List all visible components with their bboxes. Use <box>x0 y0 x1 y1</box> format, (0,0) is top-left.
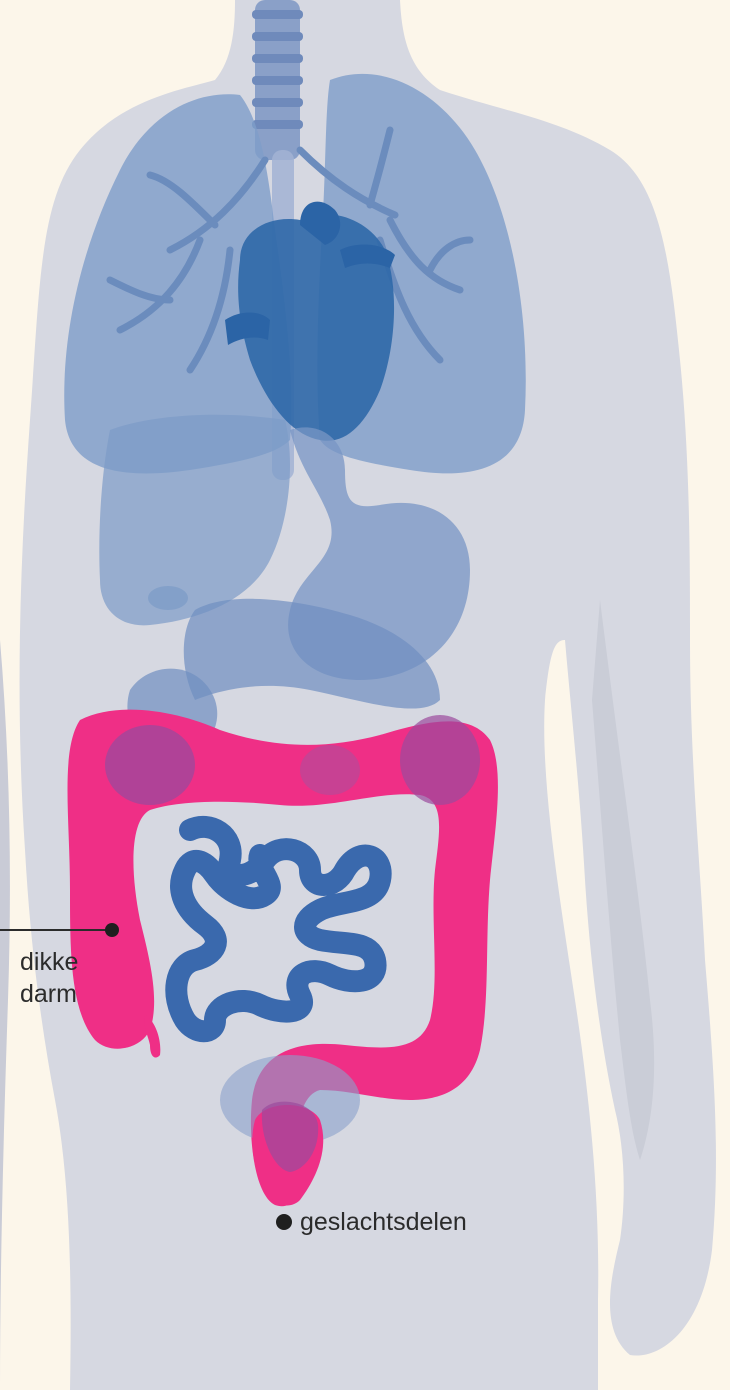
left-arm-shadow <box>0 640 10 1390</box>
gallbladder <box>148 586 188 610</box>
overlap-right <box>400 715 480 805</box>
label-geslachtsdelen-text: geslachtsdelen <box>300 1208 467 1236</box>
overlap-left <box>105 725 195 805</box>
label-dikke-darm-line2: darm <box>20 980 77 1008</box>
overlap-center <box>300 745 360 795</box>
label-dikke-darm-line1: dikke <box>20 948 78 976</box>
leader-dot-geslachtsdelen <box>276 1214 292 1230</box>
leader-dot-dikke-darm <box>105 923 119 937</box>
label-geslachtsdelen: geslachtsdelen <box>276 1208 467 1236</box>
